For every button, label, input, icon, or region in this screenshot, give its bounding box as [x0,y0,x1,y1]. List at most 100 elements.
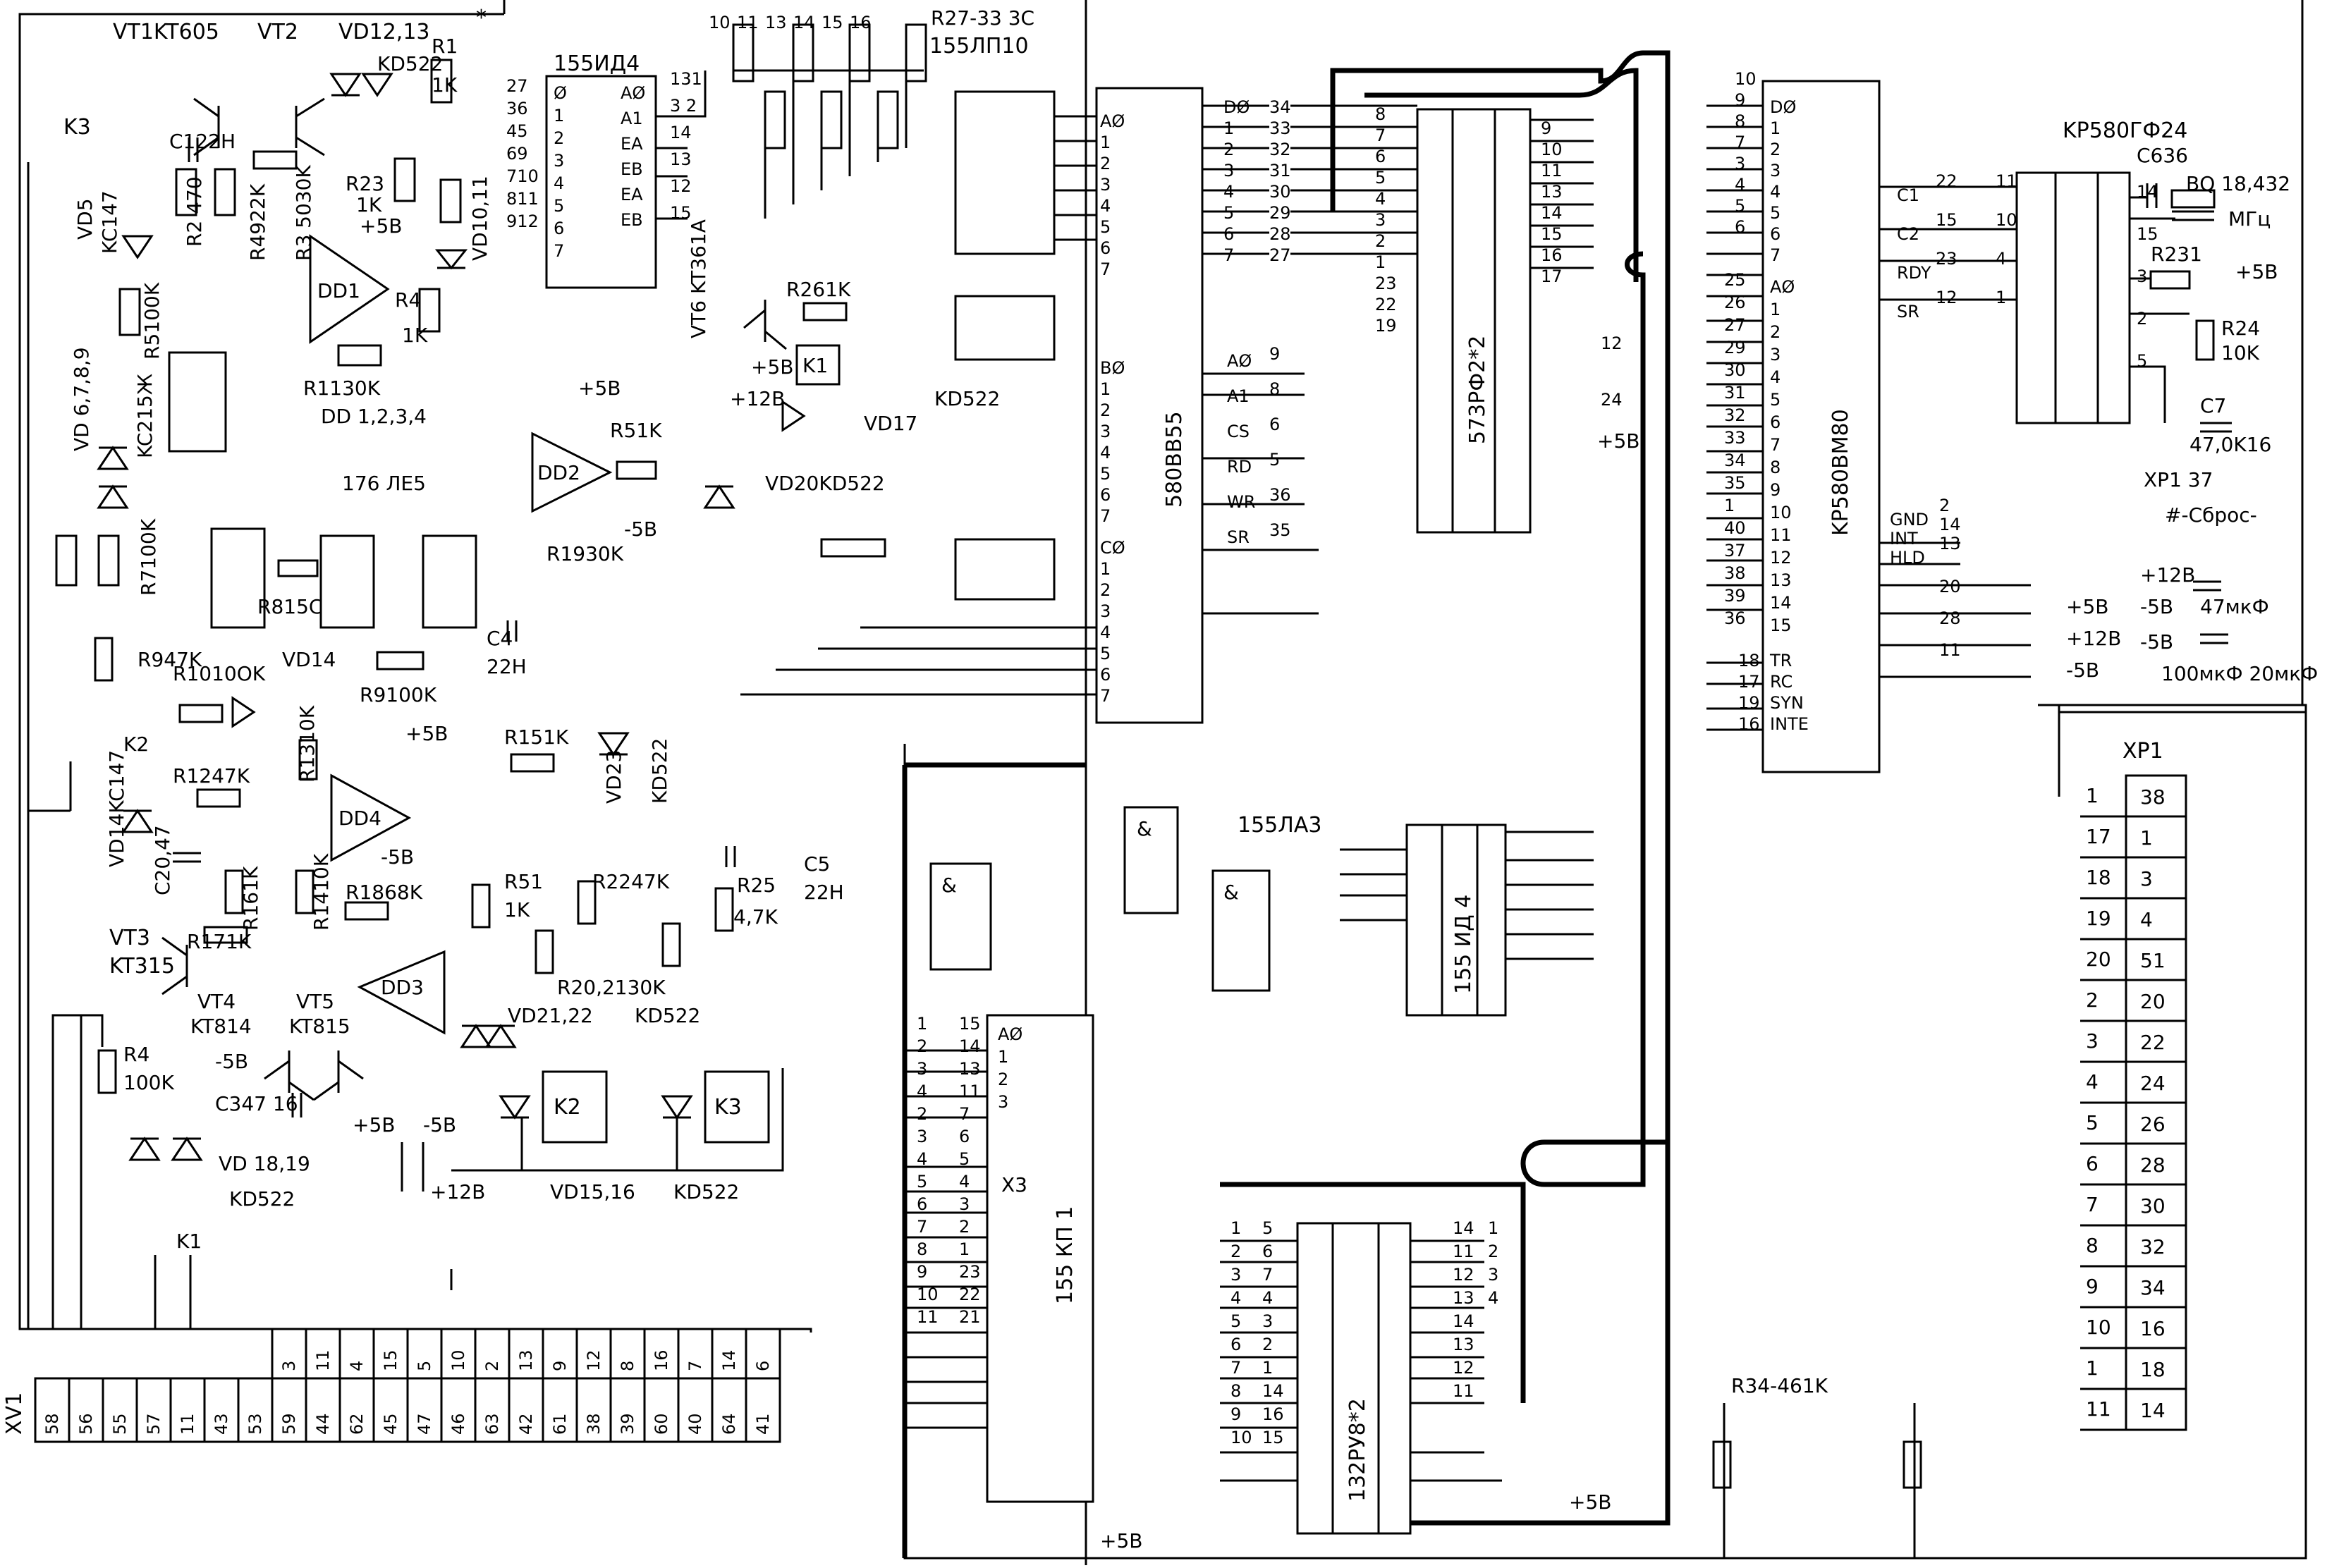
vm80-data-name: 7 [1770,245,1781,265]
resistor-r27 [732,23,755,82]
label-r23-1: R231 [2151,243,2202,266]
xp1-pin-cell [2125,1388,2187,1431]
label-r9: R947K [138,648,202,671]
resistor-r10 [439,178,462,223]
vm80-addr-pin: 37 [1724,541,1746,561]
vv55-port-a: 5 [1100,217,1111,237]
ic-kr580gf24-label: KP580ГФ24 [2063,118,2187,143]
xv1-pin-cell [474,1377,511,1443]
kp1-left-pin-b: 6 [959,1127,970,1146]
label-r9100k: R9100K [360,683,437,706]
vv55-ctrl-pin: 9 [1269,344,1280,364]
label-kc147-top: KC147 [98,190,121,254]
label-p5v-vt6: +5B [751,355,793,379]
rf2-addr-pin: 2 [1375,231,1386,251]
xv1-pin-label: 41 [753,1413,773,1435]
label-c2: C20,47 [151,825,174,895]
label-m5v-pwr: -5B [2140,595,2173,618]
xp1-pin-cell [2125,856,2187,900]
label-xp1-37: XP1 37 [2144,468,2213,491]
vm80-addr-name: 12 [1770,548,1792,568]
vv55-data-name: 5 [1223,203,1234,223]
xp1-pin-cell [2125,815,2187,859]
vm80-ctrl-name: RC [1770,672,1792,692]
vm80-data-pin: 3 [1735,154,1745,173]
label-r14: R1410K [310,853,333,931]
rf2-addr-pin: 3 [1375,210,1386,230]
xp1-pin-label: 14 [2140,1399,2166,1422]
connector-xp1: 3813451202224262830323416181411718192023… [2080,774,2187,1431]
vm80-addr-pin: 36 [1724,608,1746,628]
vm80-addr-name: 15 [1770,615,1792,635]
gf24-pin-name: SR [1897,302,1919,321]
label-p12v-vm80: +12B [2066,627,2121,650]
ru8-left-pin: 10 [1230,1428,1252,1447]
xp1-left-label: 5 [2086,1111,2099,1134]
xv1-pin-cell [745,1377,781,1443]
id4-input-name: 5 [554,196,564,216]
ru8-right-pin: 11 [1453,1381,1474,1401]
label-p5v-dd1: +5B [360,214,402,238]
xv1-pin-label: 38 [584,1413,604,1435]
vm80-addr-name: AØ [1770,277,1795,297]
xv1-top-cell [305,1328,341,1380]
ru8-left-pin: 4 [1230,1288,1241,1308]
ic-155id4-top: 155ИД4 [545,51,657,289]
xv1-top-cell [745,1328,781,1380]
kp1-left-pin-b: 1 [959,1239,970,1259]
vm80-gnd-pin: 2 [1939,496,1950,515]
resistor-r11 [337,344,382,367]
resistor-r7 [97,534,120,587]
label-r18: R1868K [346,881,423,904]
vv55-port-a: 1 [1100,133,1111,152]
data-bus [902,50,1671,1558]
label-m5v-pwr2: -5B [2140,630,2173,654]
ru8-left-pin: 1 [1230,1218,1241,1238]
ru8-left-pin-b: 15 [1262,1428,1284,1447]
xv1-pin-label: 58 [42,1413,62,1435]
rf2-addr-pin: 4 [1375,189,1386,209]
label-r4: R4 [395,288,421,312]
label-c5: C5 [804,852,830,876]
vv55-port-b: 4 [1100,443,1111,463]
ic-176le5-label: 176 ЛЕ5 [342,472,426,495]
vv55-ctrl-name: CS [1227,422,1250,441]
kp1-left-pin-b: 15 [959,1014,981,1034]
ic-155id4-top-label: 155ИД4 [554,51,640,76]
ic-155kp1-label: 155 КП 1 [1053,1206,1077,1304]
id4-left-pin: 912 [506,212,539,231]
kp1-left-pin-b: 22 [959,1285,981,1304]
ru8-right-pin: 13 [1453,1335,1474,1354]
label-r15: R151K [504,725,569,749]
gf24-right-pin: 1 [1996,288,2006,307]
kp1-left-pin-b: 7 [959,1104,970,1124]
lp10-top-pin: 10 [709,13,731,32]
label-vd20: VD20KD522 [765,472,885,495]
vm80-addr-pin: 33 [1724,428,1746,448]
xv1-pin-label: 44 [313,1413,333,1435]
label-vd12-13: VD12,13 [338,20,430,44]
vm80-addr-pin: 29 [1724,338,1746,357]
rf2-data-pin: 16 [1541,245,1563,265]
op-amp-dd1: DD1 [309,234,390,344]
vm80-addr-name: 9 [1770,480,1781,500]
label-m5v-vm80: -5B [2066,659,2099,682]
resistor-r1 [430,59,453,104]
label-c5-val: 22H [804,881,844,904]
resistor-r24 [2195,319,2215,361]
xv1-pin-label: 11 [178,1413,197,1435]
xv1-top-label: 12 [584,1349,604,1371]
id4-input-name: 6 [554,219,564,238]
resistor-r16 [224,869,244,914]
xp1-pin-label: 1 [2140,826,2153,850]
kp1-left-pin-b: 21 [959,1307,981,1327]
vv55-ctrl-pin: 36 [1269,485,1291,505]
xv1-pin-label: 61 [550,1413,570,1435]
xv1-top-label: 5 [415,1361,434,1371]
id4-output-name: AØ [621,83,645,103]
vm80-data-name: 1 [1770,118,1781,138]
xv1-pin-cell [203,1377,240,1443]
resistor-r8 [277,559,319,577]
